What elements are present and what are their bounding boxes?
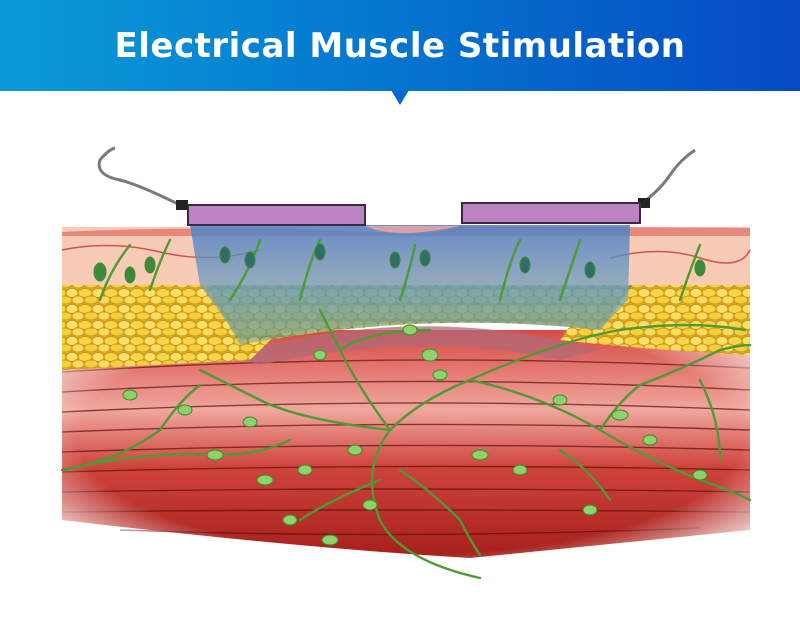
banner-pointer (391, 90, 409, 105)
electrode-right (461, 148, 696, 224)
electrode-left (97, 146, 366, 226)
page-title: Electrical Muscle Stimulation (114, 25, 686, 66)
ems-illustration (40, 146, 780, 580)
contracted-muscle (230, 326, 600, 365)
nerve-endings (93, 243, 708, 546)
title-banner: Electrical Muscle Stimulation (0, 0, 800, 91)
current-field (190, 225, 630, 340)
